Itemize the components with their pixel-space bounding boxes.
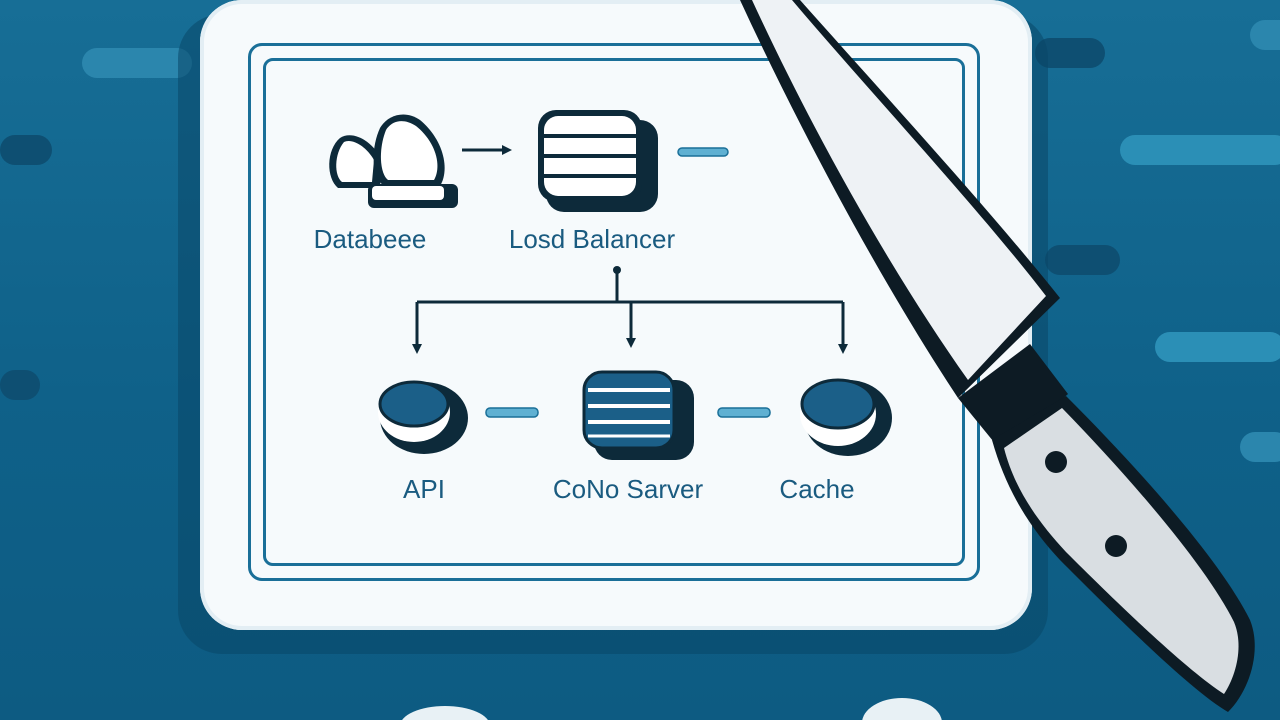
knife-icon xyxy=(740,0,1255,712)
background-streak xyxy=(1045,245,1120,275)
background-streak xyxy=(1120,135,1280,165)
connector-dot xyxy=(613,266,621,274)
load-balancer-icon xyxy=(538,110,658,212)
background-streak xyxy=(0,370,40,400)
background-streak xyxy=(82,48,192,78)
connector-dash xyxy=(677,147,729,157)
bottom-shape xyxy=(862,698,942,720)
database-icon xyxy=(329,114,458,208)
core-server-icon xyxy=(582,370,694,460)
load-balancer-label: Losd Balancer xyxy=(508,224,676,254)
background-streak xyxy=(1155,332,1280,362)
edge-api-core-server xyxy=(485,407,539,418)
cache-label: Cache xyxy=(779,474,855,504)
edge-load-balancer-children xyxy=(412,270,848,354)
core-server-label: CoNo Sarver xyxy=(552,474,704,504)
database-label: Databeee xyxy=(313,224,427,254)
cache-icon xyxy=(800,378,892,456)
background-streak xyxy=(1240,432,1280,462)
api-label: API xyxy=(403,474,445,504)
api-icon xyxy=(378,380,468,454)
background-streak xyxy=(1250,20,1280,50)
bottom-shape xyxy=(400,706,490,720)
edge-core-server-cache xyxy=(717,407,771,418)
background-streak xyxy=(0,135,52,165)
